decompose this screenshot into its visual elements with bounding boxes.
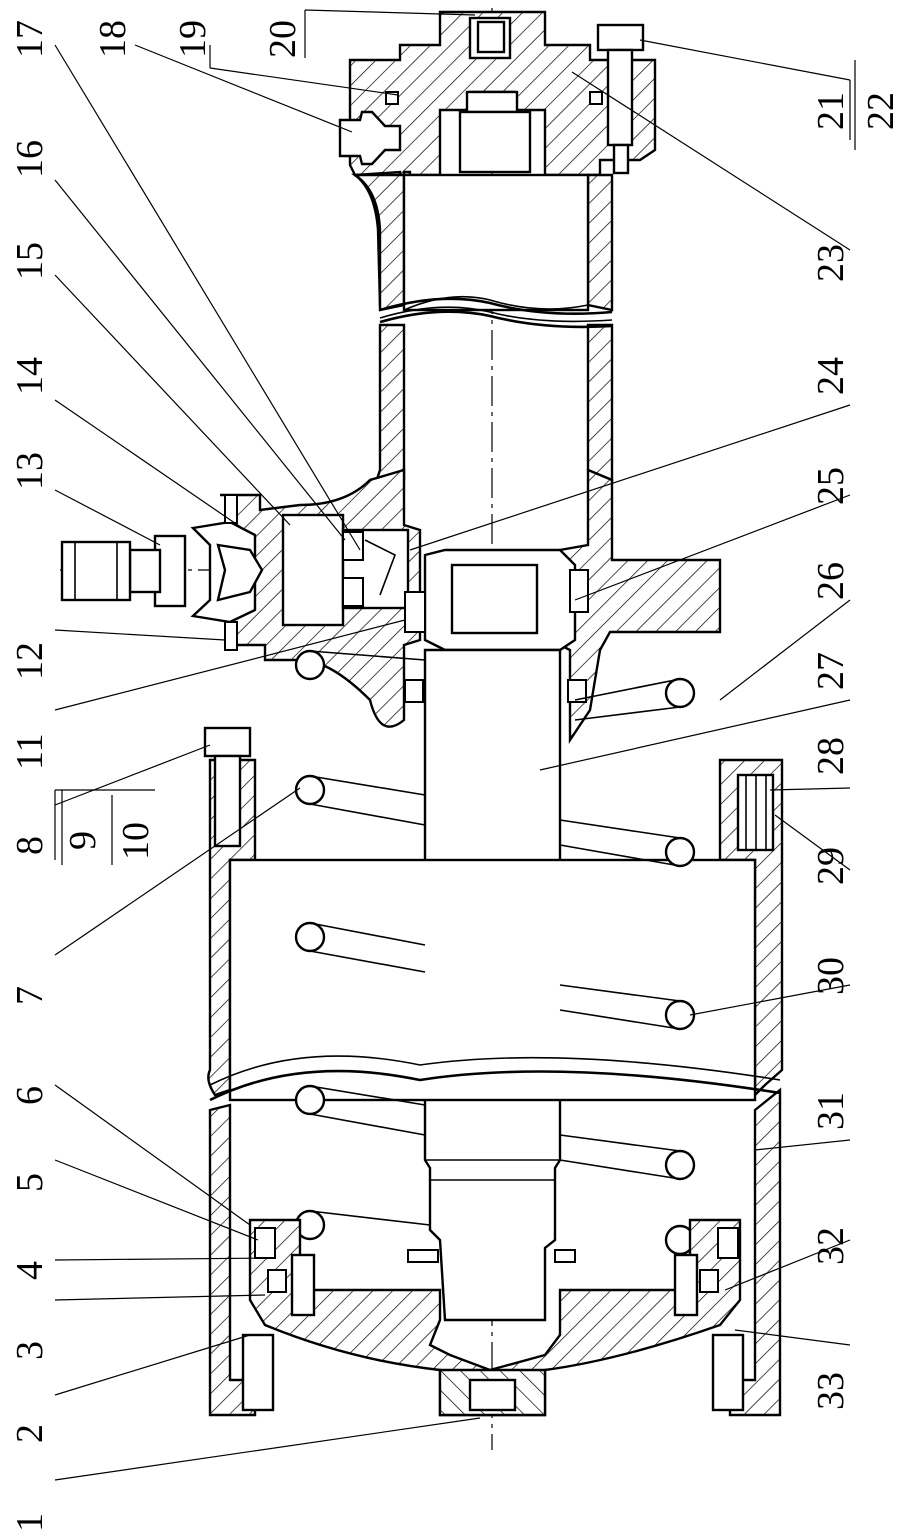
label-27: 27 (810, 652, 852, 690)
label-7: 7 (9, 986, 51, 1005)
label-1: 1 (9, 1513, 51, 1532)
label-2: 2 (9, 1424, 51, 1443)
label-13: 13 (9, 452, 51, 490)
cylinder-assembly (60, 8, 784, 1450)
label-21: 21 (810, 92, 852, 130)
label-24: 24 (810, 357, 852, 395)
label-11: 11 (9, 733, 51, 770)
label-dividers (61, 60, 856, 865)
label-4: 4 (9, 1261, 51, 1280)
label-32: 32 (810, 1227, 852, 1265)
label-22: 22 (860, 92, 902, 130)
label-29: 29 (810, 847, 852, 885)
label-17: 17 (9, 20, 51, 58)
label-31: 31 (810, 1092, 852, 1130)
label-8: 8 (9, 836, 51, 855)
label-16: 16 (9, 140, 51, 178)
label-25: 25 (810, 467, 852, 505)
label-12: 12 (9, 642, 51, 680)
spring (294, 649, 696, 1256)
label-10: 10 (115, 822, 157, 860)
label-18: 18 (92, 20, 134, 58)
label-5: 5 (9, 1173, 51, 1192)
label-33: 33 (810, 1372, 852, 1410)
label-20: 20 (262, 20, 304, 58)
label-15: 15 (9, 242, 51, 280)
label-3: 3 (9, 1341, 51, 1360)
label-23: 23 (810, 244, 852, 282)
label-14: 14 (9, 357, 51, 395)
label-28: 28 (810, 737, 852, 775)
part-number-labels: 1 2 3 4 5 6 7 8 9 10 11 12 13 14 15 16 1… (9, 20, 902, 1532)
label-9: 9 (62, 831, 104, 850)
label-26: 26 (810, 562, 852, 600)
leader-lines (54, 9, 851, 1481)
label-6: 6 (9, 1086, 51, 1105)
label-30: 30 (810, 957, 852, 995)
label-19: 19 (172, 20, 214, 58)
